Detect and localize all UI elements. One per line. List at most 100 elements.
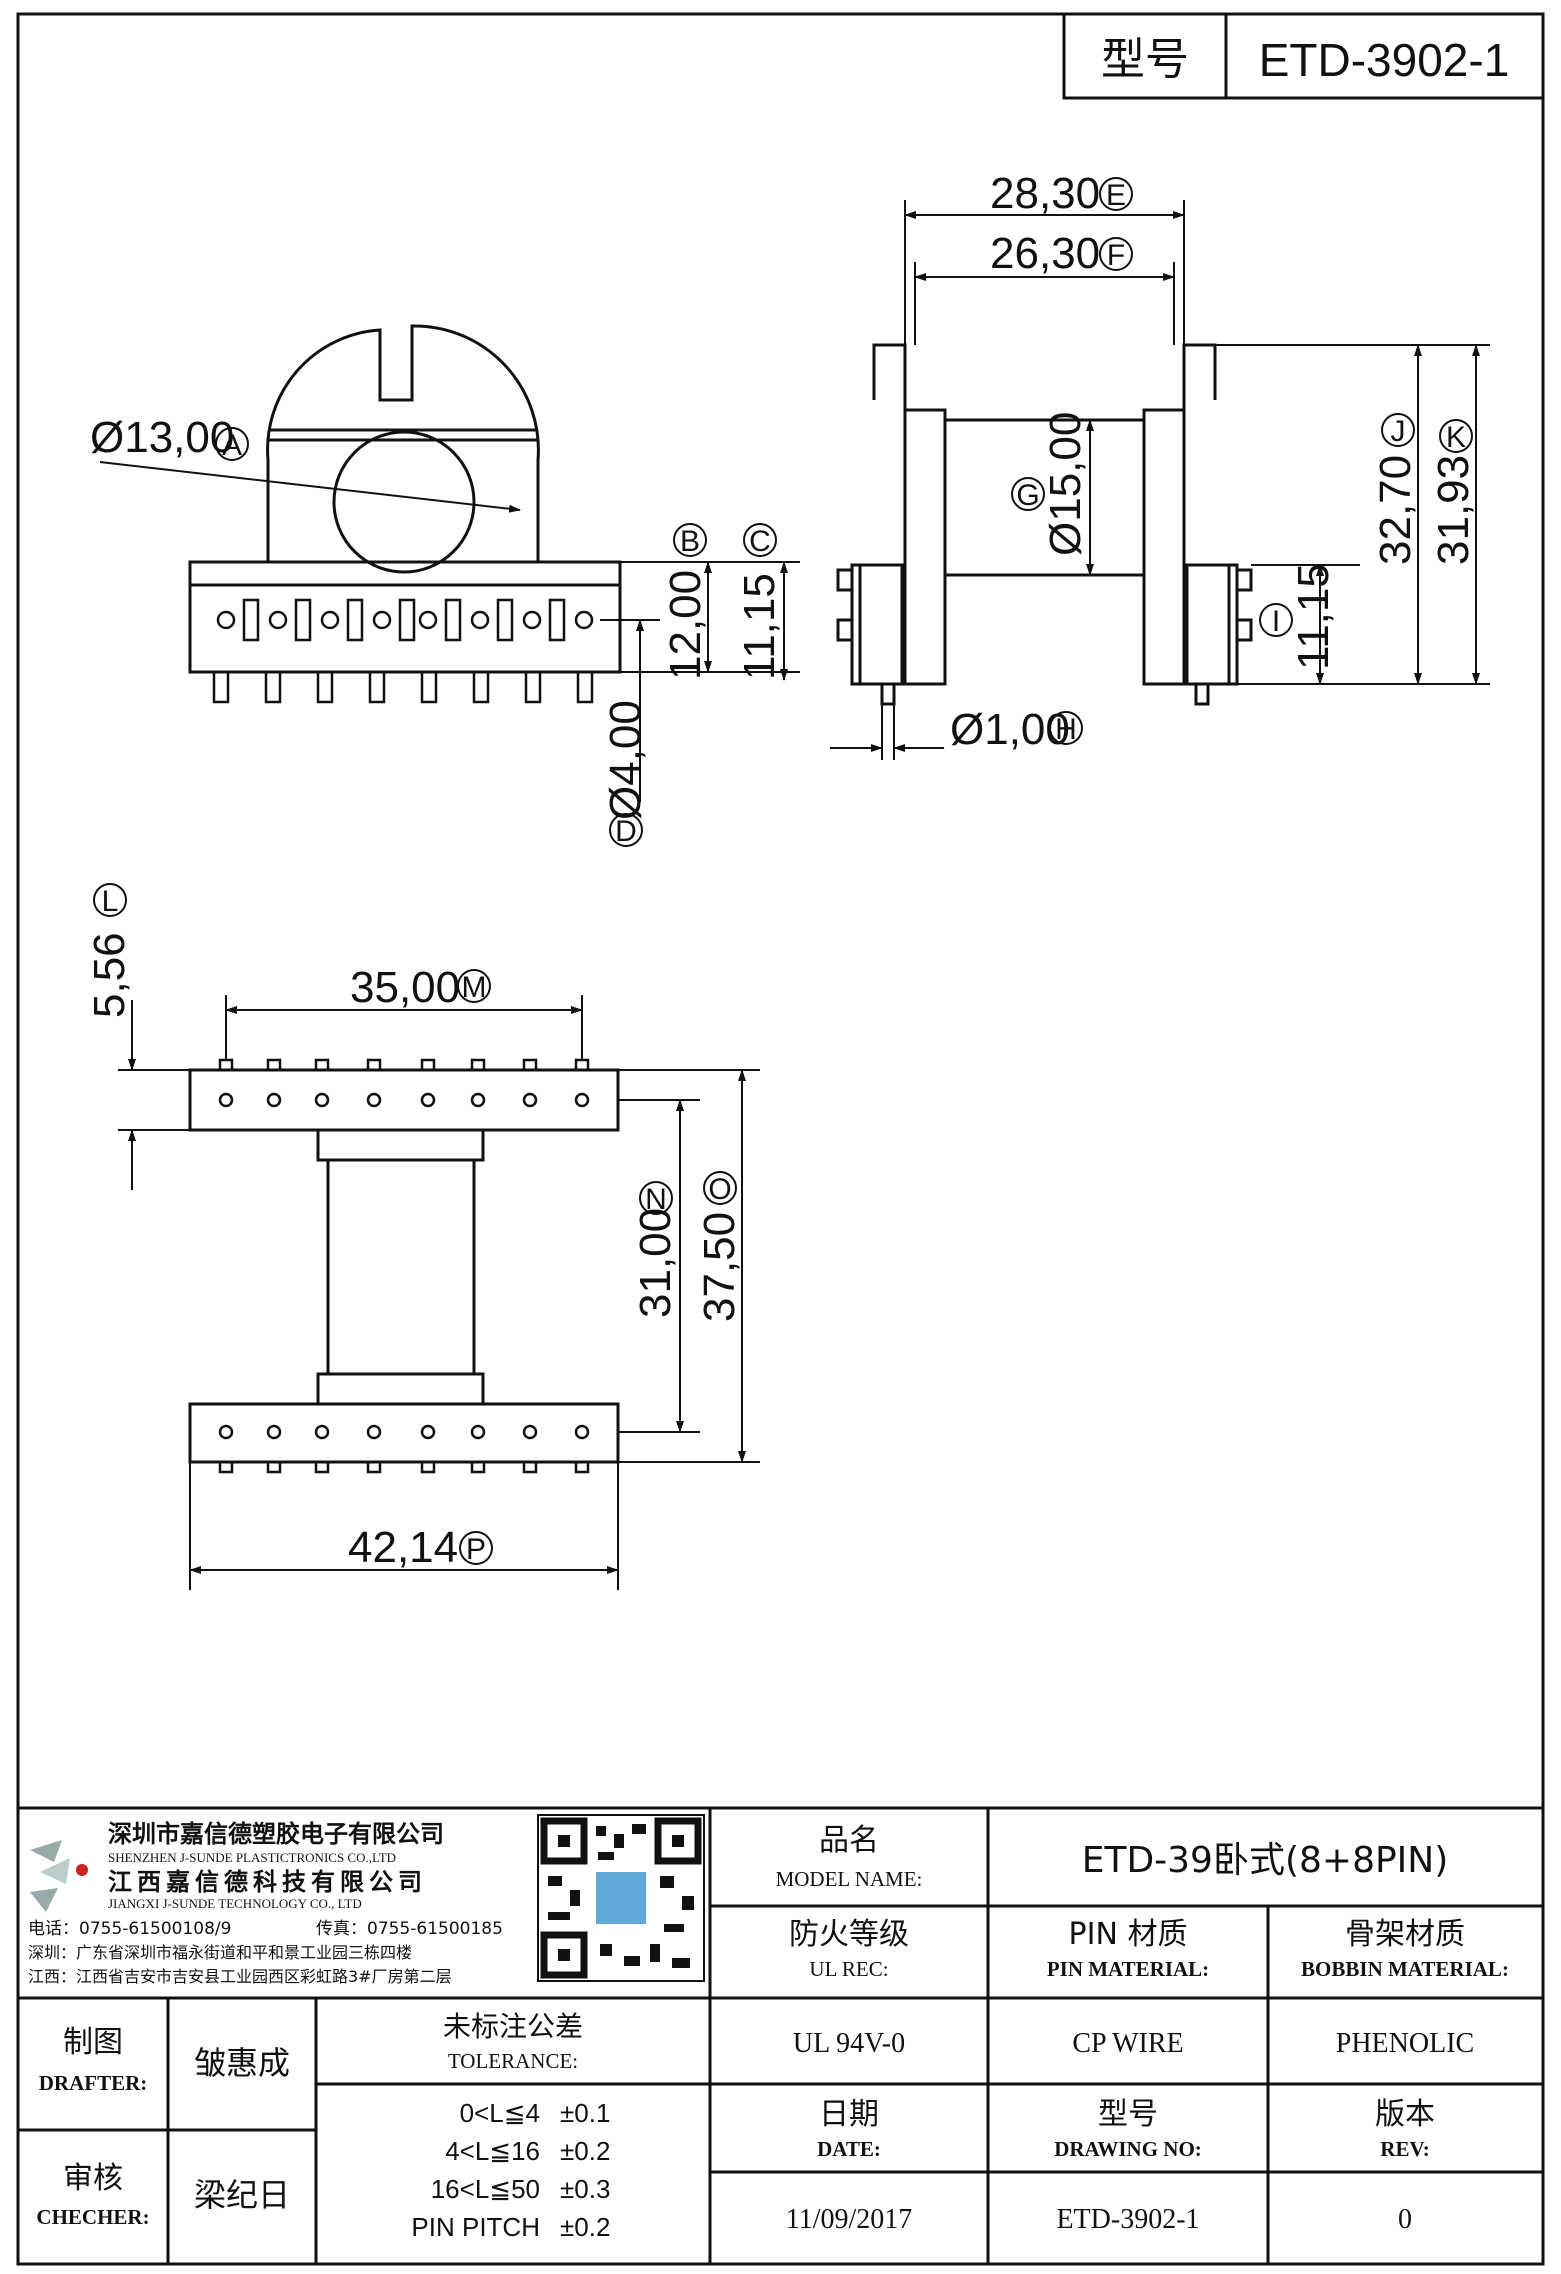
drafter-label-cn: 制图: [63, 2025, 123, 2060]
balloon-c: C: [743, 523, 777, 558]
pin-label-en: PIN MATERIAL:: [1047, 1957, 1209, 1981]
header-model-box: 型号 ETD-3902-1: [1062, 12, 1545, 100]
balloon-g: G: [1011, 477, 1045, 512]
svg-text:M: M: [462, 971, 487, 1004]
checker-value: 梁纪日: [194, 2176, 290, 2214]
dim-h1115: 11,15: [735, 573, 784, 680]
svg-text:E: E: [1106, 179, 1126, 212]
drawing-value: ETD-3902-1: [1056, 2204, 1199, 2235]
bottom-view: [188, 1058, 620, 1474]
qr-code: [537, 1814, 705, 1982]
rev-label-cn: 版本: [1375, 2097, 1435, 2132]
date-label-en: DATE:: [817, 2137, 881, 2161]
balloon-i: I: [1259, 603, 1293, 638]
dim-h3270: 32,70: [1371, 455, 1420, 565]
svg-text:C: C: [749, 525, 771, 558]
svg-text:D: D: [615, 815, 637, 848]
model-name-label-cn: 品名: [819, 1823, 879, 1858]
balloon-d: D: [609, 813, 643, 848]
svg-text:L: L: [102, 885, 119, 918]
dim-o3750: 37,50: [695, 1212, 744, 1322]
svg-text:F: F: [1107, 239, 1125, 272]
ul-value: UL 94V-0: [793, 2028, 905, 2059]
drawing-label-en: DRAWING NO:: [1054, 2137, 1202, 2161]
balloon-o: O: [703, 1171, 737, 1206]
rev-label-en: REV:: [1380, 2137, 1429, 2161]
balloon-m: M: [457, 969, 491, 1004]
dim-dia15: Ø15,00: [1041, 412, 1090, 556]
sheet-border: [16, 12, 1545, 2266]
model-name-value: ETD-39卧式(8+8PIN): [1082, 1840, 1449, 1881]
dim-dia1: Ø1,00: [950, 705, 1070, 754]
company-name-cn: 深圳市嘉信德塑胶电子有限公司: [108, 1820, 444, 1848]
date-label-cn: 日期: [819, 2097, 879, 2132]
tolerance-table: 0<L≦4 ±0.1 4<L≦16 ±0.2 16<L≦50 ±0.3 PIN …: [411, 2098, 610, 2242]
svg-text:H: H: [1055, 713, 1077, 746]
header-model-label: 型号: [1101, 34, 1189, 85]
tolerance-range: 0<L≦4: [460, 2098, 540, 2128]
svg-text:P: P: [466, 1533, 486, 1566]
svg-text:N: N: [645, 1183, 667, 1216]
company-addr-jx: 江西：江西省吉安市吉安县工业园西区彩虹路3#厂房第二层: [28, 1967, 452, 1986]
side-view-dimensions: [830, 200, 1490, 760]
balloon-p: P: [459, 1531, 493, 1566]
tolerance-range: 16<L≦50: [431, 2174, 540, 2204]
tolerance-label-cn: 未标注公差: [443, 2010, 583, 2043]
tolerance-range: PIN PITCH: [411, 2212, 540, 2242]
ul-label-en: UL REC:: [809, 1957, 888, 1981]
bobbin-label-cn: 骨架材质: [1345, 1917, 1465, 1952]
balloon-e: E: [1099, 177, 1133, 212]
date-value: 11/09/2017: [786, 2204, 913, 2235]
balloon-j: J: [1381, 413, 1415, 448]
dim-m3500: 35,00: [350, 963, 460, 1012]
balloon-l: L: [93, 883, 127, 918]
company-logo: [30, 1840, 88, 1912]
drawing-label-cn: 型号: [1098, 2097, 1158, 2132]
checker-label-cn: 审核: [63, 2161, 123, 2196]
dim-w2830: 28,30: [990, 169, 1100, 218]
svg-text:J: J: [1391, 415, 1406, 448]
dim-h3193: 31,93: [1429, 455, 1478, 565]
company-tel: 电话：0755-61500108/9: [28, 1919, 231, 1939]
dim-i1115: 11,15: [1289, 563, 1338, 670]
balloon-a: A: [215, 427, 249, 462]
front-view: [188, 324, 622, 704]
svg-text:I: I: [1272, 605, 1280, 638]
balloon-h: H: [1049, 711, 1083, 746]
tolerance-value: ±0.3: [560, 2174, 610, 2204]
ul-label-cn: 防火等级: [789, 1917, 909, 1952]
checker-label-en: CHECHER:: [36, 2205, 149, 2229]
bobbin-value: PHENOLIC: [1336, 2028, 1474, 2059]
balloon-k: K: [1439, 419, 1473, 454]
dim-w2630: 26,30: [990, 229, 1100, 278]
tolerance-label-en: TOLERANCE:: [448, 2049, 578, 2073]
dim-dia13: Ø13,00: [90, 413, 234, 462]
tolerance-value: ±0.2: [560, 2136, 610, 2166]
svg-text:G: G: [1016, 479, 1039, 512]
side-view: [836, 343, 1253, 706]
dim-n3100: 31,00: [631, 1208, 680, 1318]
pin-value: CP WIRE: [1072, 2028, 1183, 2059]
company-addr-sz: 深圳：广东省深圳市福永街道和平和景工业园三栋四楼: [28, 1943, 412, 1962]
svg-text:O: O: [708, 1173, 731, 1206]
svg-text:A: A: [222, 429, 242, 462]
svg-text:B: B: [680, 525, 700, 558]
tolerance-range: 4<L≦16: [445, 2136, 540, 2166]
dim-dia4: Ø4,00: [601, 700, 650, 820]
dim-h12: 12,00: [661, 570, 710, 680]
svg-text:K: K: [1446, 421, 1466, 454]
dim-l556: 5,56: [85, 932, 134, 1018]
rev-value: 0: [1398, 2204, 1412, 2235]
header-model-value: ETD-3902-1: [1259, 34, 1510, 86]
bottom-view-dimensions: [118, 995, 760, 1590]
tolerance-value: ±0.2: [560, 2212, 610, 2242]
drafter-value: 皱惠成: [194, 2044, 290, 2082]
balloon-f: F: [1099, 237, 1133, 272]
tolerance-value: ±0.1: [560, 2098, 610, 2128]
balloon-n: N: [639, 1181, 673, 1216]
bobbin-label-en: BOBBIN MATERIAL:: [1301, 1957, 1509, 1981]
balloon-b: B: [673, 523, 707, 558]
title-block-grid: [18, 1806, 1543, 2264]
front-view-dimensions: [99, 461, 800, 802]
